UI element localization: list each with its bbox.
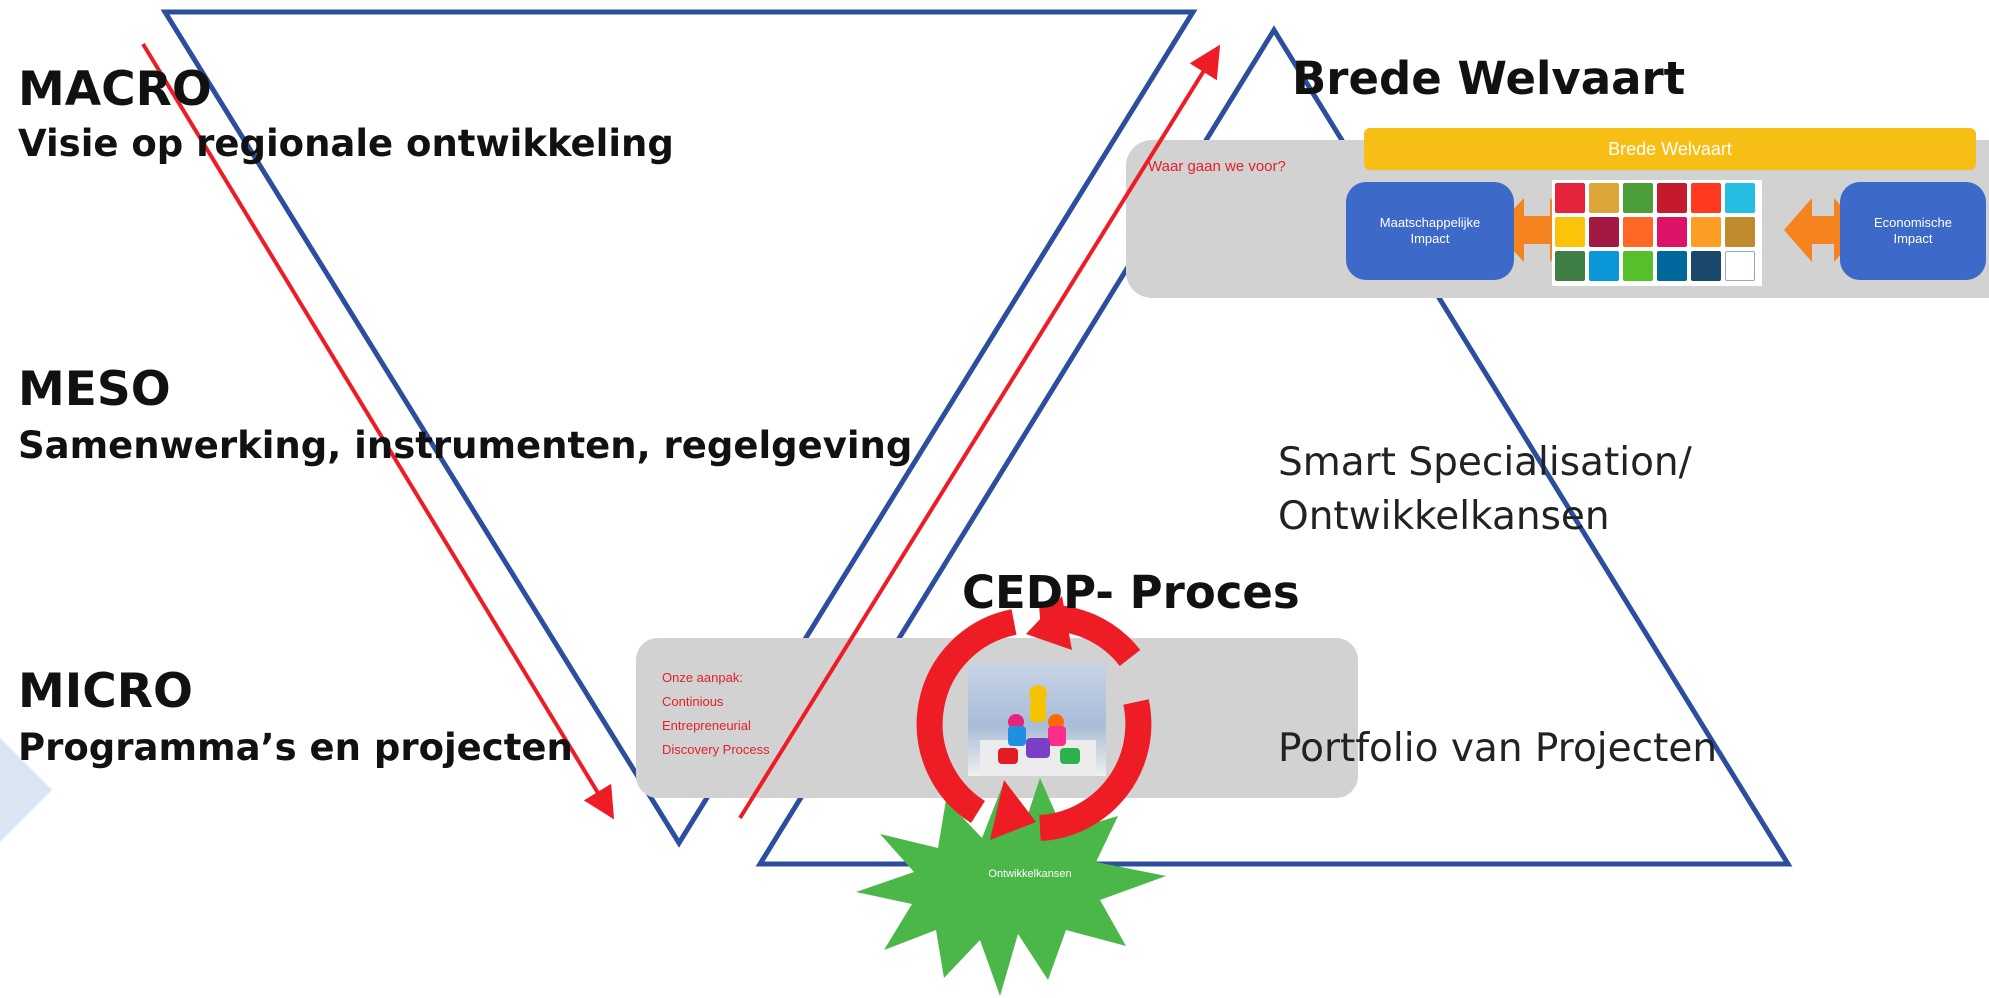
sdg-tile-icon	[1589, 183, 1619, 213]
sdg-tile-icon	[1657, 251, 1687, 281]
maatschappelijke-impact-line2: Impact	[1410, 231, 1450, 246]
meso-title: MESO	[18, 362, 171, 417]
sdg-tile-icon	[1691, 183, 1721, 213]
maatschappelijke-impact-box: Maatschappelijke Impact	[1346, 182, 1514, 280]
cycle-arrowhead-left	[990, 780, 1036, 840]
inverted-triangle	[160, 9, 1198, 848]
sdg-tile-icon	[1623, 183, 1653, 213]
cedp-approach-text: Onze aanpak: Continious Entrepreneurial …	[662, 666, 770, 762]
smart-specialisation-line2: Ontwikkelkansen	[1278, 494, 1610, 539]
sdg-tile-icon	[1623, 217, 1653, 247]
sdg-tile-icon	[1555, 183, 1585, 213]
upright-triangle	[755, 25, 1793, 867]
maatschappelijke-impact-line1: Maatschappelijke	[1379, 214, 1481, 230]
sdg-grid	[1555, 183, 1762, 281]
sdg-tile-icon	[1691, 217, 1721, 247]
puzzle-figures-icon	[980, 685, 1096, 776]
cycle-arrow-right	[1038, 699, 1152, 841]
sdg-tile-icon	[1657, 217, 1687, 247]
sdg-goals-image	[1552, 180, 1762, 286]
macro-subtitle: Visie op regionale ontwikkeling	[18, 122, 674, 165]
economische-impact-line2: Impact	[1893, 231, 1933, 246]
micro-title: MICRO	[18, 664, 193, 719]
red-arrow-down	[141, 42, 615, 820]
economische-impact-line1: Economische	[1873, 214, 1953, 230]
cedp-title: CEDP- Proces	[962, 566, 1300, 619]
cycle-arrowhead-top	[1026, 596, 1072, 650]
puzzle-figures-image	[968, 664, 1106, 776]
starburst-label: Ontwikkelkansen	[988, 868, 1072, 880]
sdg-tile-icon	[1725, 183, 1755, 213]
sdg-tile-icon	[1555, 217, 1585, 247]
sdg-tile-icon	[1589, 217, 1619, 247]
sdg-tile-icon	[1725, 251, 1755, 281]
approach-line-3: Entrepreneurial	[662, 718, 751, 733]
approach-line-4: Discovery Process	[662, 742, 770, 757]
approach-line-2: Continious	[662, 694, 724, 709]
sdg-tile-icon	[1555, 251, 1585, 281]
micro-subtitle: Programma’s en projecten	[18, 726, 573, 769]
sdg-tile-icon	[1623, 251, 1653, 281]
welvaart-question: Waar gaan we voor?	[1148, 158, 1286, 175]
brede-welvaart-bar: Brede Welvaart	[1364, 128, 1976, 170]
brede-welvaart-title: Brede Welvaart	[1292, 52, 1686, 105]
sdg-tile-icon	[1691, 251, 1721, 281]
red-arrow-up	[738, 44, 1221, 820]
left-edge-chevron	[0, 738, 52, 842]
meso-subtitle: Samenwerking, instrumenten, regelgeving	[18, 424, 913, 467]
sdg-tile-icon	[1589, 251, 1619, 281]
sdg-tile-icon	[1657, 183, 1687, 213]
cycle-arrow-left	[916, 609, 1017, 823]
ontwikkelkansen-starburst	[856, 778, 1166, 996]
smart-specialisation-line1: Smart Specialisation/	[1278, 440, 1692, 485]
sdg-tile-icon	[1725, 217, 1755, 247]
macro-title: MACRO	[18, 62, 212, 117]
approach-line-1: Onze aanpak:	[662, 670, 743, 685]
portfolio-label: Portfolio van Projecten	[1278, 726, 1718, 771]
economische-impact-box: Economische Impact	[1840, 182, 1986, 280]
